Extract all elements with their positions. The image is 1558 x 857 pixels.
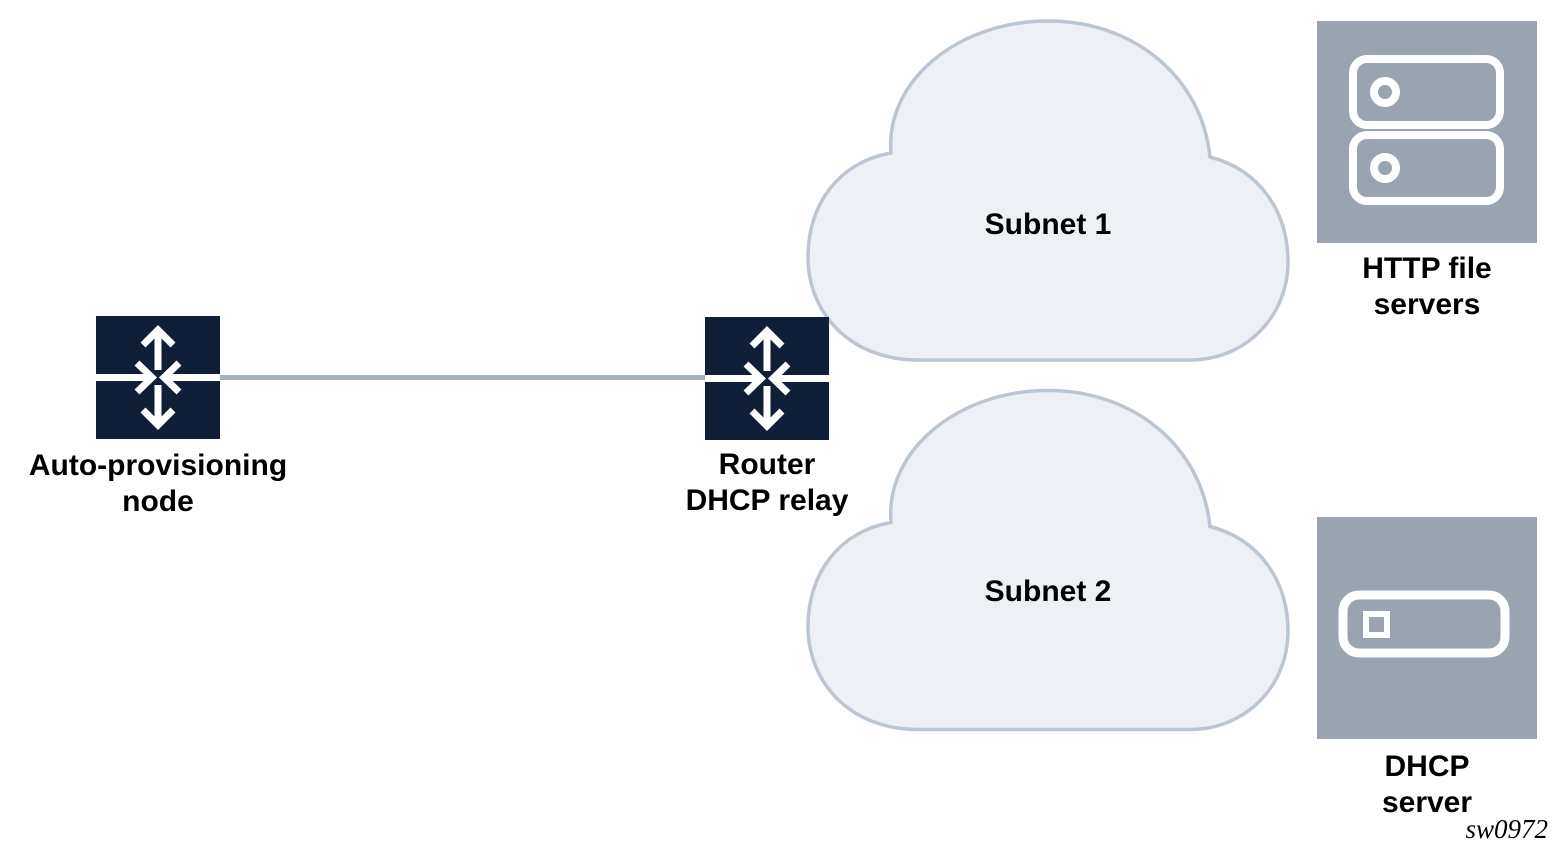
subnet2-cloud [806, 388, 1290, 732]
label-line-2: DHCP relay [685, 484, 849, 517]
dhcp-server-label: DHCP server [1317, 749, 1537, 821]
router-dhcp-relay-icon [705, 317, 829, 440]
label-line-1: HTTP file [1362, 252, 1492, 285]
label-line-2: node [122, 485, 194, 518]
http-file-servers-icon [1317, 21, 1537, 243]
label-line-1: Router [718, 448, 816, 481]
dual-drive-icon [1349, 55, 1504, 205]
router-arrows-icon [96, 325, 220, 430]
subnet2-label: Subnet 2 [984, 575, 1112, 608]
auto-provisioning-router-icon [96, 316, 220, 439]
router-dhcp-relay-label: Router DHCP relay [617, 447, 917, 519]
dhcp-server-icon [1317, 517, 1537, 739]
server-box [1317, 517, 1537, 739]
subnet1-label: Subnet 1 [984, 208, 1112, 241]
single-drive-icon [1338, 590, 1510, 658]
subnet1-cloud [806, 19, 1290, 362]
figure-id-watermark: sw0972 [1465, 814, 1548, 844]
link-line [219, 375, 706, 380]
cloud-shape [806, 388, 1290, 732]
label-line-2: servers [1373, 288, 1481, 321]
link-line-shape [219, 375, 706, 380]
http-file-servers-label: HTTP file servers [1317, 251, 1537, 323]
router-arrows-icon [705, 326, 829, 431]
label-line-2: server [1381, 786, 1473, 819]
label-line-1: DHCP [1384, 750, 1470, 783]
label-line-1: Auto-provisioning [28, 449, 288, 482]
auto-provisioning-node-label: Auto-provisioning node [7, 448, 309, 520]
cloud-shape [806, 19, 1290, 362]
